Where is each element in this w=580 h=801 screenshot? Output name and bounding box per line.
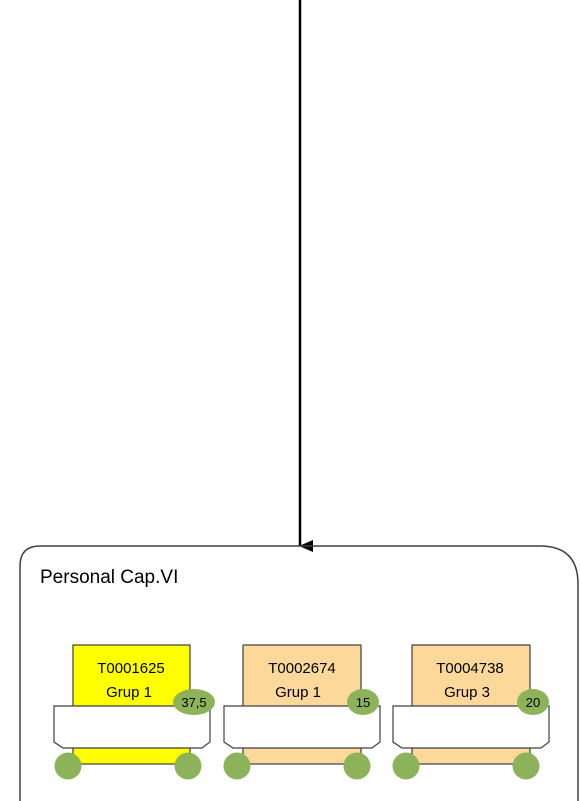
connector-right[interactable] (512, 752, 540, 780)
card-banner (223, 705, 381, 749)
value-badge (173, 689, 215, 715)
card[interactable]: T0001625 Grup 1 37,5 (53, 644, 215, 780)
card-group: Grup 1 (106, 684, 152, 701)
card-id: T0001625 (97, 660, 165, 677)
value-badge-text: 15 (356, 695, 370, 710)
connector-left[interactable] (223, 752, 251, 780)
card-id: T0004738 (436, 660, 504, 677)
card-group: Grup 1 (275, 684, 321, 701)
value-badge-text: 37,5 (181, 695, 206, 710)
card-group: Grup 3 (444, 684, 490, 701)
value-badge-text: 20 (526, 695, 540, 710)
connector-right[interactable] (174, 752, 202, 780)
container-title: Personal Cap.VI (40, 567, 178, 588)
card[interactable]: T0002674 Grup 1 15 (223, 644, 381, 780)
card-banner (392, 705, 550, 749)
personal-container (19, 545, 579, 801)
value-badge (517, 689, 549, 715)
card[interactable]: T0004738 Grup 3 20 (392, 644, 550, 780)
connector-right[interactable] (343, 752, 371, 780)
card-id: T0002674 (268, 660, 336, 677)
connector-left[interactable] (392, 752, 420, 780)
value-badge (347, 689, 379, 715)
connector-left[interactable] (54, 752, 82, 780)
